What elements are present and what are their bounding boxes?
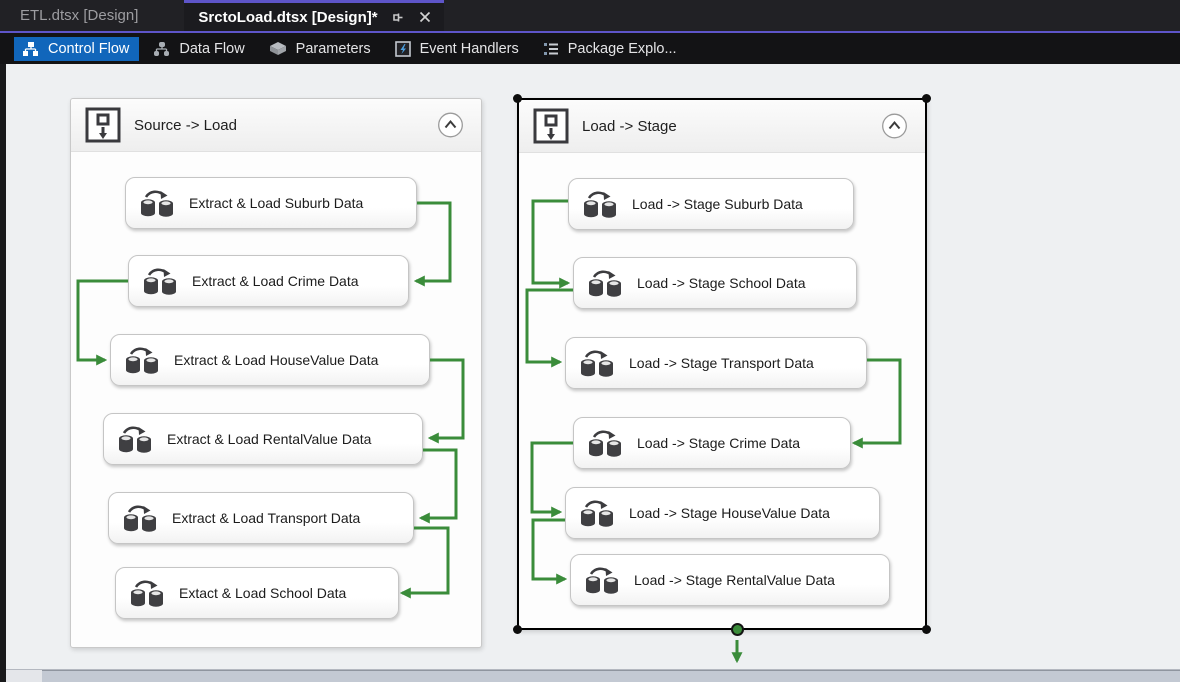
sequence-container-icon [532, 107, 570, 145]
designer-tab-bar: Control Flow Data Flow Parameters Event … [0, 33, 1180, 64]
dataflow-task[interactable]: Load -> Stage RentalValue Data [570, 554, 890, 606]
dataflow-task[interactable]: Load -> Stage Transport Data [565, 337, 867, 389]
document-tab-strip: ETL.dtsx [Design] SrctoLoad.dtsx [Design… [0, 0, 1180, 31]
container-title: Load -> Stage [582, 117, 677, 135]
selection-handle[interactable] [513, 94, 522, 103]
collapse-button[interactable] [437, 112, 464, 139]
tab-srctoload-dtsx[interactable]: SrctoLoad.dtsx [Design]* [184, 0, 444, 31]
designer-tab-control-flow[interactable]: Control Flow [14, 36, 140, 61]
horizontal-scrollbar-thumb[interactable] [42, 670, 1180, 682]
designer-tab-event-handlers[interactable]: Event Handlers [387, 37, 529, 61]
designer-tab-label: Data Flow [179, 40, 245, 57]
task-label: Load -> Stage Crime Data [637, 435, 801, 451]
designer-tab-label: Control Flow [48, 40, 130, 57]
task-label: Load -> Stage RentalValue Data [634, 572, 835, 588]
tab-etl-dtsx[interactable]: ETL.dtsx [Design] [10, 0, 184, 31]
designer-tab-package-explorer[interactable]: Package Explo... [535, 37, 687, 61]
container-title: Source -> Load [134, 116, 237, 134]
dataflow-task[interactable]: Extract & Load HouseValue Data [110, 334, 430, 386]
event-handlers-icon [394, 40, 411, 57]
dataflow-task[interactable]: Extract & Load Crime Data [128, 255, 409, 307]
collapse-button[interactable] [881, 113, 908, 140]
task-label: Extract & Load HouseValue Data [174, 352, 379, 368]
data-flow-icon [153, 41, 170, 57]
selection-handle[interactable] [922, 94, 931, 103]
package-explorer-icon [543, 41, 559, 57]
task-label: Extract & Load Crime Data [192, 273, 359, 289]
dataflow-task[interactable]: Extract & Load Transport Data [108, 492, 414, 544]
selection-handle[interactable] [922, 625, 931, 634]
accent-divider [0, 31, 1180, 33]
data-flow-task-icon [141, 190, 173, 217]
designer-tab-label: Event Handlers [419, 40, 519, 57]
precedence-output-port[interactable] [731, 623, 744, 636]
dataflow-task[interactable]: Extract & Load RentalValue Data [103, 413, 423, 465]
control-flow-icon [22, 41, 39, 57]
container-header[interactable]: Source -> Load [71, 99, 481, 152]
data-flow-task-icon [586, 567, 618, 594]
task-label: Load -> Stage HouseValue Data [629, 505, 830, 521]
data-flow-task-icon [126, 347, 158, 374]
horizontal-scrollbar[interactable] [6, 669, 1180, 682]
selection-handle[interactable] [513, 625, 522, 634]
data-flow-task-icon [589, 430, 621, 457]
data-flow-task-icon [589, 270, 621, 297]
window-left-edge [0, 64, 6, 682]
data-flow-task-icon [584, 191, 616, 218]
task-label: Extract & Load RentalValue Data [167, 431, 372, 447]
task-label: Load -> Stage Suburb Data [632, 196, 803, 212]
data-flow-task-icon [581, 500, 613, 527]
task-label: Load -> Stage School Data [637, 275, 806, 291]
task-label: Extact & Load School Data [179, 585, 347, 601]
parameters-icon [269, 41, 287, 56]
designer-tab-data-flow[interactable]: Data Flow [145, 37, 254, 61]
dataflow-task[interactable]: Load -> Stage Suburb Data [568, 178, 854, 230]
tab-label: SrctoLoad.dtsx [Design]* [198, 8, 378, 26]
dataflow-task[interactable]: Load -> Stage HouseValue Data [565, 487, 880, 539]
task-label: Load -> Stage Transport Data [629, 355, 814, 371]
container-header[interactable]: Load -> Stage [519, 100, 925, 153]
dataflow-task[interactable]: Load -> Stage School Data [573, 257, 857, 309]
close-icon[interactable] [418, 10, 432, 24]
task-label: Extract & Load Suburb Data [189, 195, 364, 211]
data-flow-task-icon [144, 268, 176, 295]
task-label: Extract & Load Transport Data [172, 510, 361, 526]
data-flow-task-icon [124, 505, 156, 532]
designer-tab-label: Parameters [295, 40, 371, 57]
data-flow-task-icon [581, 350, 613, 377]
dataflow-task[interactable]: Load -> Stage Crime Data [573, 417, 851, 469]
designer-tab-parameters[interactable]: Parameters [261, 37, 381, 61]
dataflow-task[interactable]: Extact & Load School Data [115, 567, 399, 619]
data-flow-task-icon [131, 580, 163, 607]
tab-label: ETL.dtsx [Design] [20, 7, 139, 24]
pin-icon[interactable] [391, 10, 405, 24]
designer-tab-label: Package Explo... [567, 40, 677, 57]
sequence-container-icon [84, 106, 122, 144]
data-flow-task-icon [119, 426, 151, 453]
dataflow-task[interactable]: Extract & Load Suburb Data [125, 177, 417, 229]
